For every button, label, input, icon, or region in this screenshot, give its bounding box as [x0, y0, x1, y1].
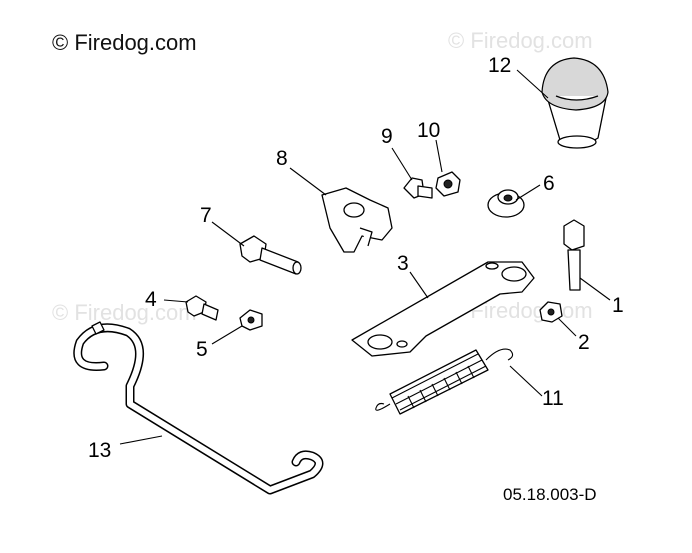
- part-4-pin: [185, 295, 219, 321]
- leader-1: [579, 277, 611, 301]
- part-8-bracket: [321, 187, 393, 253]
- part-10-nut: [435, 171, 461, 197]
- leader-9: [391, 147, 413, 181]
- callout-8: 8: [276, 147, 288, 170]
- callout-11: 11: [542, 387, 564, 410]
- callout-9: 9: [381, 125, 393, 148]
- watermark-main: © Firedog.com: [52, 30, 197, 55]
- leader-4: [163, 299, 189, 303]
- callout-1: 1: [612, 294, 624, 317]
- callout-3: 3: [397, 252, 409, 275]
- part-3-link-plate: [351, 261, 535, 357]
- part-12-knob: [541, 57, 609, 149]
- callout-2: 2: [578, 331, 590, 354]
- leader-5: [211, 325, 243, 345]
- part-13-rod: [73, 321, 324, 495]
- watermark-faint-left: © Firedog.com: [52, 300, 197, 325]
- part-11-spring: [375, 348, 514, 415]
- leader-2: [557, 317, 577, 337]
- leader-11: [509, 365, 543, 397]
- part-1-bolt: [563, 219, 585, 291]
- part-7-shoulder-bolt: [239, 235, 302, 275]
- callout-12: 12: [488, 54, 511, 77]
- callout-13: 13: [88, 439, 111, 462]
- part-9-bolt: [403, 177, 433, 199]
- callout-4: 4: [145, 288, 157, 311]
- leader-8: [289, 167, 327, 196]
- watermark-faint-top: © Firedog.com: [448, 28, 593, 53]
- callout-5: 5: [196, 338, 208, 361]
- leader-3: [409, 271, 429, 299]
- leader-10: [435, 139, 443, 173]
- callout-10: 10: [417, 119, 440, 142]
- leader-12: [516, 69, 549, 99]
- leader-13: [119, 435, 163, 445]
- part-2-lock-nut: [539, 301, 563, 323]
- callout-7: 7: [200, 204, 212, 227]
- callout-6: 6: [543, 172, 555, 195]
- part-5-nut: [239, 309, 263, 331]
- leader-6: [515, 184, 541, 201]
- diagram-code: 05.18.003-D: [503, 485, 597, 504]
- part-6-flange-nut: [487, 189, 525, 218]
- leader-7: [211, 221, 245, 247]
